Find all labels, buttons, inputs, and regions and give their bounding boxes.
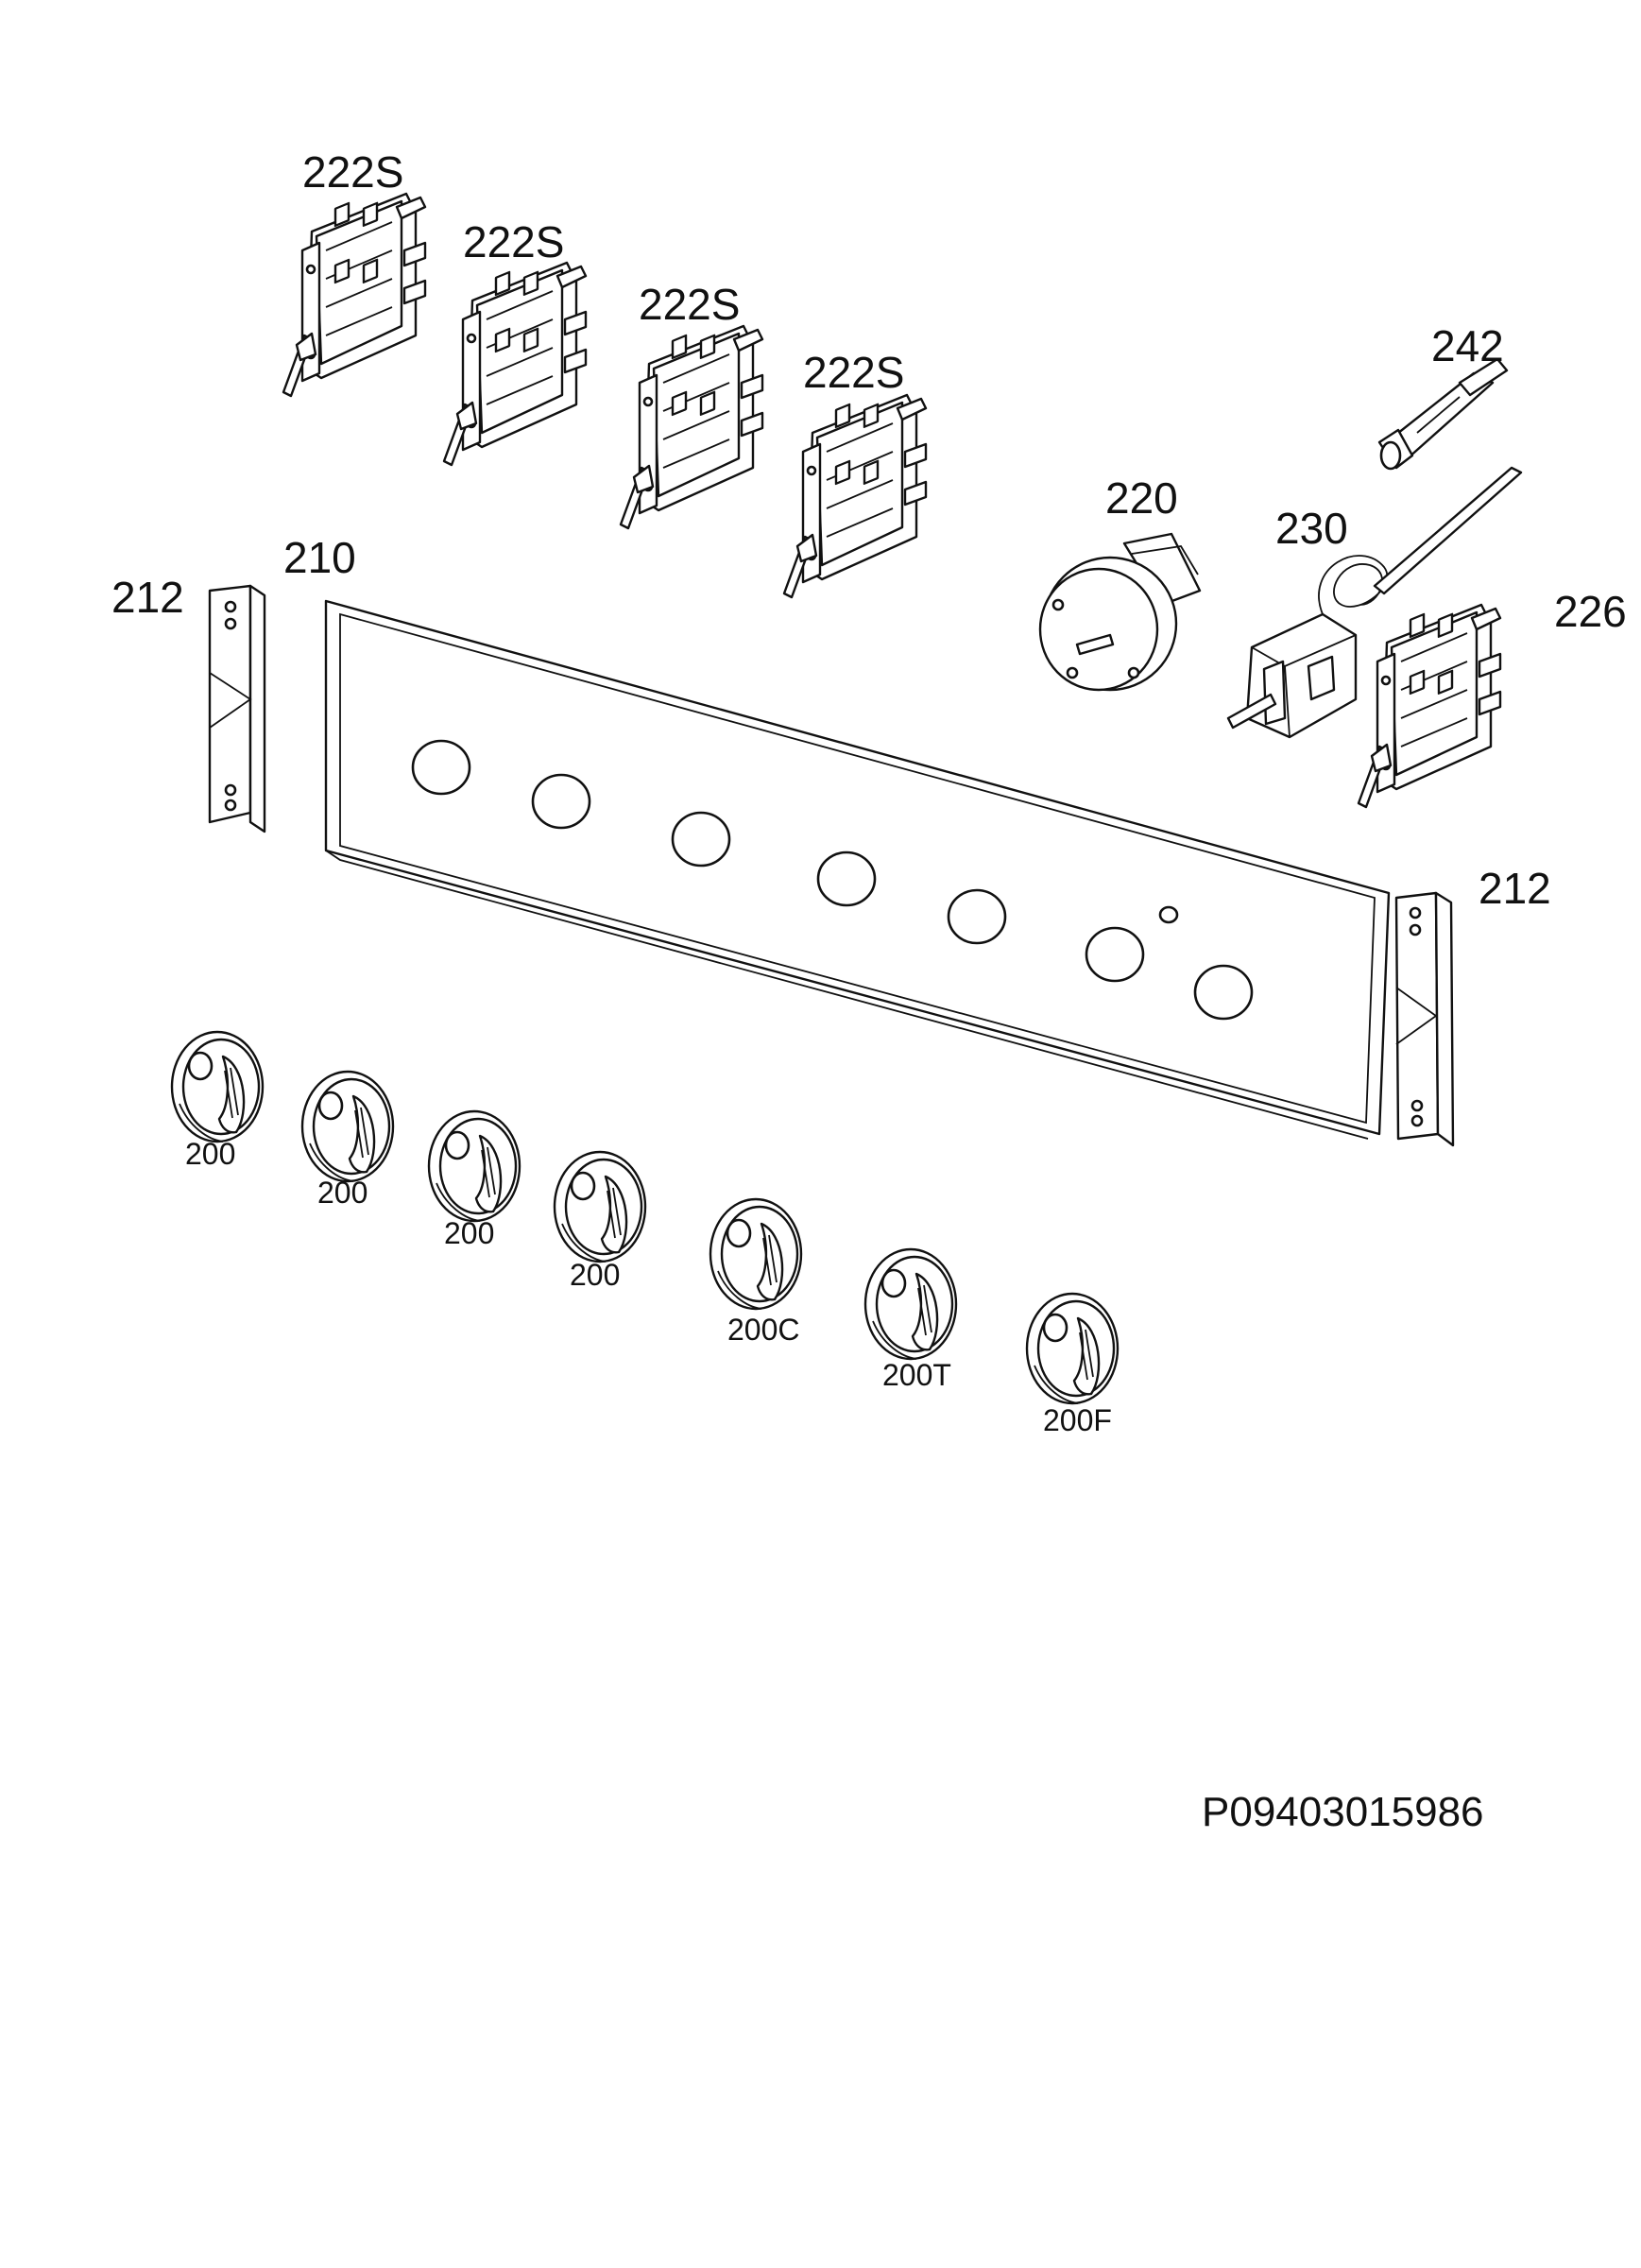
label-knob-7: 200F <box>1043 1403 1112 1437</box>
label-panel: 210 <box>283 533 356 582</box>
label-knob-6: 200T <box>882 1358 951 1392</box>
knob-200c <box>709 1197 803 1311</box>
knob-200-4 <box>553 1150 647 1263</box>
timer-220 <box>1038 532 1202 692</box>
label-knob-2: 200 <box>317 1176 368 1210</box>
drawing-code: P09403015986 <box>1202 1789 1484 1835</box>
label-knob-5: 200C <box>727 1313 800 1347</box>
control-panel-210 <box>324 599 1391 1140</box>
label-knob-4: 200 <box>570 1258 620 1292</box>
switch-222s-1 <box>282 192 427 398</box>
label-switch-3: 222S <box>639 280 740 329</box>
label-bracket-left: 212 <box>111 573 184 622</box>
thermostat-230 <box>1226 466 1523 739</box>
label-bracket-right: 212 <box>1479 864 1551 913</box>
label-knob-1: 200 <box>185 1137 235 1171</box>
label-knob-3: 200 <box>444 1216 494 1250</box>
knob-200-3 <box>427 1109 521 1223</box>
switch-222s-4 <box>782 393 928 599</box>
label-thermostat: 230 <box>1275 504 1348 553</box>
label-switch-2: 222S <box>463 217 564 266</box>
switch-222s-3 <box>619 324 764 530</box>
knob-200-1 <box>170 1030 265 1143</box>
bracket-212-left <box>208 584 266 833</box>
label-switch-right: 226 <box>1554 587 1627 636</box>
label-switch-1: 222S <box>302 147 403 197</box>
switch-222s-2 <box>442 261 588 467</box>
bracket-212-right <box>1394 891 1455 1147</box>
knob-200t <box>863 1247 958 1361</box>
label-switch-4: 222S <box>803 348 904 397</box>
label-sensor: 242 <box>1431 321 1504 370</box>
knob-200f <box>1025 1292 1120 1405</box>
label-timer: 220 <box>1105 473 1178 523</box>
sensor-242 <box>1377 357 1509 471</box>
knob-200-2 <box>300 1070 395 1183</box>
switch-226 <box>1357 603 1502 809</box>
